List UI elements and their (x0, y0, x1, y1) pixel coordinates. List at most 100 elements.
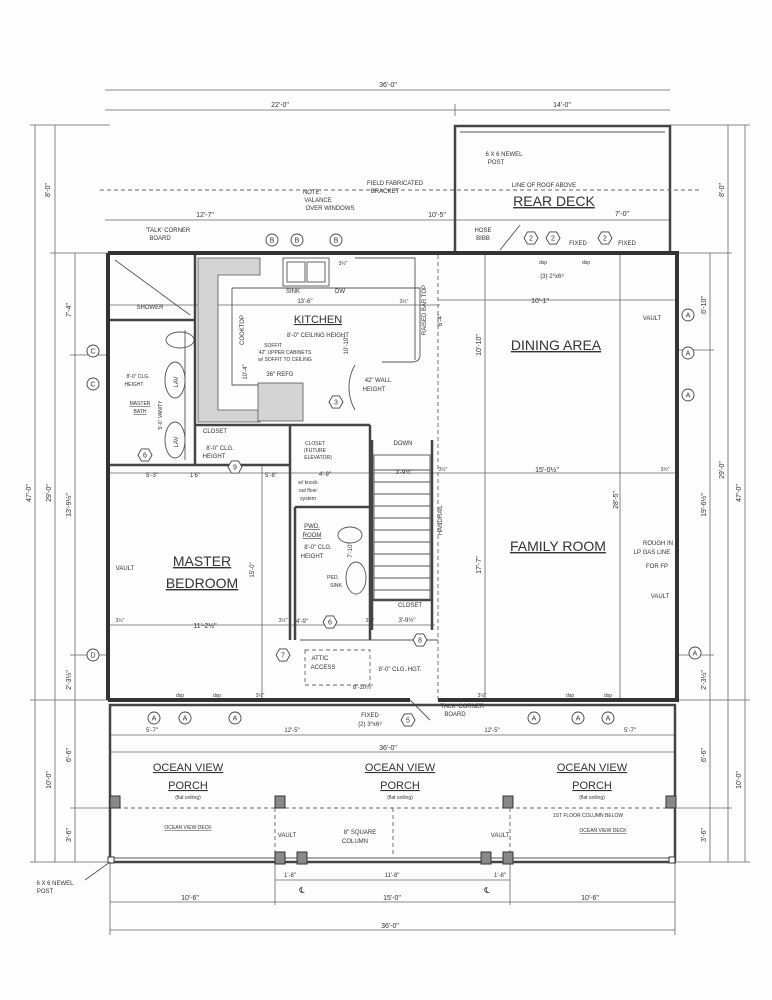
notes-dsp-2-note: dsp (582, 260, 590, 266)
window-tag-label: A (686, 351, 691, 358)
door-tag: 9 (227, 460, 243, 474)
dims-dining-w-dimension: 10'-1" (531, 298, 549, 305)
window-tag: A (147, 711, 161, 725)
notes-pwd-2-note: ROOM (303, 533, 322, 539)
door-tag-label: 3 (334, 400, 338, 407)
notes-square-col-2-note: COLUMN (342, 839, 368, 845)
window-tag-label: A (686, 393, 691, 400)
window-tag-label: A (576, 716, 581, 723)
window-tag-circle-icon (601, 711, 615, 725)
dims-w4-dimension: 3½" (661, 466, 670, 473)
dims-kitchen-d2-dimension: 10'-10" (344, 336, 350, 355)
window-tag-circle-icon (290, 233, 304, 247)
notes-shower-note: SHOWER (137, 305, 165, 311)
window-tag-label: B (295, 238, 300, 245)
window-tag-label: A (606, 716, 611, 723)
dims-front-c-dimension: 12'-5" (484, 728, 499, 734)
dims-w9-dimension: 3½" (478, 692, 487, 699)
notes-closet-clg-1-note: 8'-0" CLG. (206, 446, 234, 452)
dims-porch-w-dimension: 36'-0" (379, 745, 397, 752)
window-tag: A (681, 308, 695, 322)
notes-flat-ceiling-2-note: (flat ceiling) (387, 795, 413, 801)
exterior-walls (106, 251, 679, 721)
dims-w5-dimension: 3½" (116, 617, 125, 624)
notes-attic-1-note: ATTIC (312, 656, 330, 662)
dims-w3-dimension: 3½" (439, 466, 448, 473)
notes-corner-front-1-note: 'TALK' CORNER (440, 704, 485, 710)
notes-bath-clg-1-note: 8'-0" CLG. (126, 374, 149, 380)
window-tag-circle-icon (681, 388, 695, 402)
notes-elev-3-note: ELEVATOR) (304, 455, 332, 461)
rooms-porch-right-1-room-label: OCEAN VIEW (557, 762, 628, 774)
notes-deck-right-note: OCEAN VIEW DECK (579, 828, 627, 834)
notes-dsp-6-note: dsp (604, 693, 612, 699)
notes-soffit-2-note: 42" UPPER CABINETS (259, 350, 312, 356)
notes-elev-1-note: CLOSET (305, 441, 325, 447)
notes-vault-family-note: VAULT (651, 594, 670, 600)
dims-living-len-dimension: 28'-5" (613, 491, 620, 509)
door-tag-label: 9 (233, 465, 237, 472)
dims-family-d-dimension: 17'-7" (476, 556, 483, 574)
window-tag: A (681, 388, 695, 402)
dims-w6-dimension: 3½" (279, 617, 288, 624)
kitchen-counters (197, 257, 421, 423)
stairs[interactable] (373, 454, 431, 601)
door-tag-hexagon-icon (137, 448, 153, 462)
dimension-lines (30, 89, 750, 935)
rooms-master-2-room-label: BEDROOM (166, 575, 238, 591)
notes-hose-2-note: BIBB (476, 236, 490, 242)
notes-dining-doors-note: (3) 2⁰x6⁸ (540, 273, 564, 280)
window-tag: A (228, 711, 242, 725)
door-tag-hexagon-icon (275, 648, 291, 662)
dims-bed-w-dimension: 11'-2½" (193, 622, 217, 630)
notes-gas-1-note: ROUGH IN (643, 541, 673, 547)
door-tag-hexagon-icon (412, 633, 428, 647)
door-tag: 7 (275, 648, 291, 662)
notes-flat-ceiling-3-note: (flat ceiling) (579, 795, 605, 801)
dims-bot-c-dimension: 1'-8" (494, 873, 506, 879)
door-tag: 3 (328, 395, 344, 409)
dims-top-left-dimension: 22'-0" (271, 102, 289, 109)
notes-dw-note: DW (335, 289, 345, 295)
notes-lav-1-note: LAV (174, 377, 180, 388)
dims-bath-b-dimension: 1'6" (190, 473, 200, 479)
window-tag-circle-icon (681, 346, 695, 360)
notes-cooktop-note: COOKTOP (240, 315, 246, 345)
dims-right-c-dimension: 2'-3½" (700, 670, 708, 690)
door-tag-label: 2 (551, 236, 555, 243)
notes-handrail-note: HANDRAIL (438, 504, 444, 535)
notes-closet-clg-2-note: HEIGHT (203, 454, 226, 460)
window-tag-circle-icon (265, 233, 279, 247)
bath-fixtures (164, 331, 371, 686)
notes-square-col-1-note: 8" SQUARE (344, 830, 376, 836)
dims-living-w-dimension: 15'-0½" (535, 466, 559, 474)
rooms-porch-mid-2-room-label: PORCH (380, 780, 420, 792)
dims-rear-left-dimension: 12'-7" (196, 212, 214, 219)
notes-dsp-5-note: dsp (566, 693, 574, 699)
notes-ped-1-note: PED. (327, 575, 339, 581)
dims-left-deck-dimension: 8'-0" (45, 183, 52, 197)
dims-top-right-dimension: 14'-0" (553, 102, 571, 109)
notes-newel-bot-1-note: 6 X 6 NEWEL (36, 881, 74, 887)
newel-post (668, 856, 676, 864)
notes-knock-3-note: system (300, 496, 316, 502)
window-tag-label: A (693, 651, 698, 658)
dims-left-porch-a-dimension: 6'-6" (66, 748, 73, 762)
notes-knock-2-note: out floor (299, 488, 317, 494)
notes-dsp-3-note: dsp (176, 693, 184, 699)
dims-w8-dimension: 3½" (256, 692, 265, 699)
rooms-porch-left-1-room-label: OCEAN VIEW (153, 762, 224, 774)
dims-left-a-dimension: 7'-4" (66, 303, 73, 317)
door-tag-hexagon-icon (322, 615, 338, 629)
door-tag-hexagon-icon (400, 713, 416, 727)
window-tag: A (571, 711, 585, 725)
porch-column (109, 795, 121, 809)
notes-gas-3-note: FOR FP (646, 564, 668, 570)
window-tag-label: A (152, 716, 157, 723)
window-tag: A (688, 646, 702, 660)
notes-dsp-1-note: dsp (539, 260, 547, 266)
notes-cl-2-note: ℄ (483, 886, 490, 895)
door-tag-label: 7 (281, 653, 285, 660)
